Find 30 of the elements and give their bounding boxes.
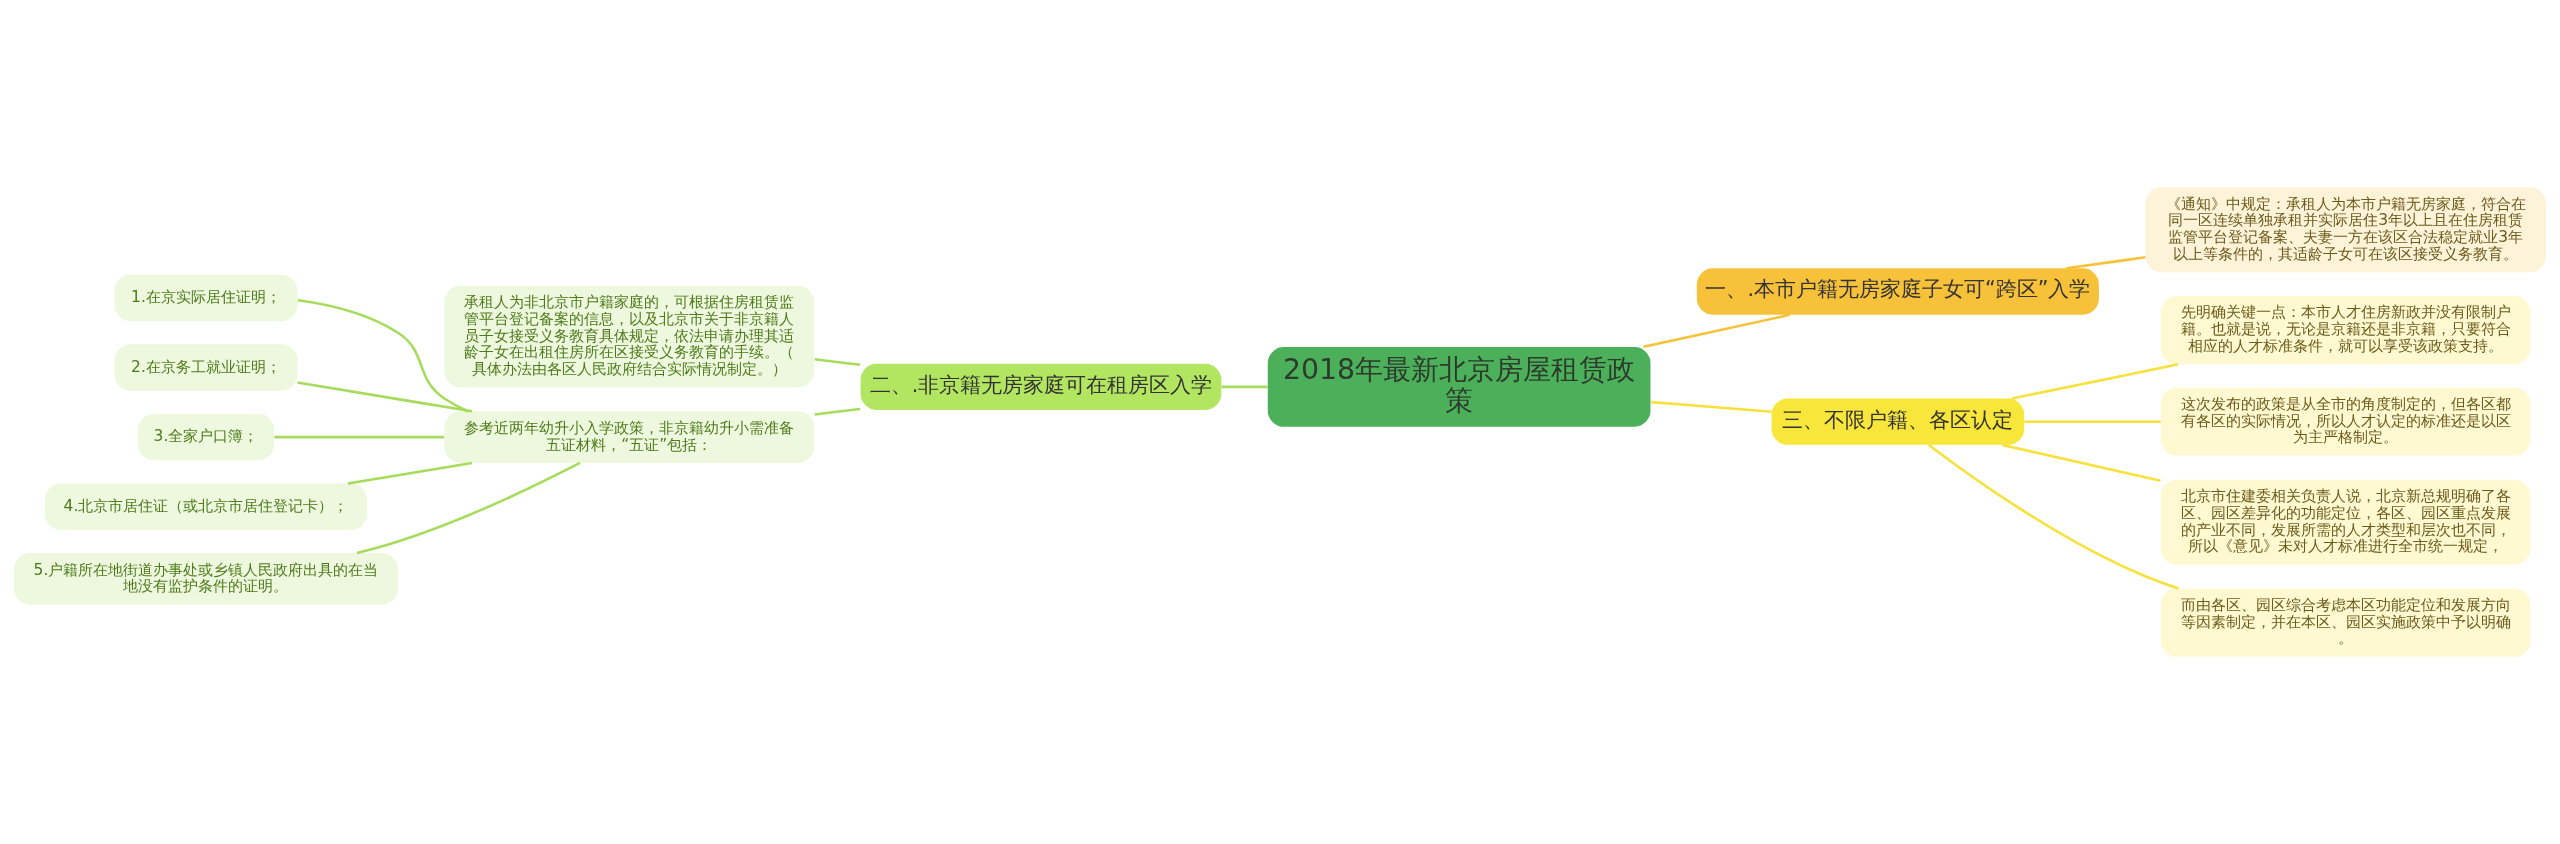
node-box: 2.在京务工就业证明； <box>114 344 298 391</box>
node-box: 2018年最新北京房屋租赁政策 <box>1267 346 1651 427</box>
node-box: 北京市住建委相关负责人说，北京新总规明确了各区、园区差异化的功能定位，各区、园区重点发展的产业不同，发展所需的人才类型和层次也不同，所以《意见》未对人才标准进行全市统一规定， <box>2160 479 2531 565</box>
node-box: 先明确关键一点：本市人才住房新政并没有限制户籍。也就是说，无论是京籍还是非京籍，只要符合相应的人才标准条件，就可以享受该政策支持。 <box>2160 296 2531 365</box>
connector <box>2024 420 2161 423</box>
node-box: 参考近两年幼升小入学政策，非京籍幼升小需准备五证材料，“五证”包括： <box>444 411 815 463</box>
node-box: 这次发布的政策是从全市的角度制定的，但各区都有各区的实际情况，所以人才认定的标准还是以区为主严格制定。 <box>2160 387 2531 456</box>
connector <box>2002 443 2161 482</box>
node-box: 二、.非京籍无房家庭可在租房区入学 <box>860 363 1222 411</box>
connector <box>1651 400 1772 413</box>
connector <box>1928 443 2179 590</box>
node-box: 1.在京实际居住证明； <box>114 274 298 322</box>
node-box: 承租人为非北京市户籍家庭的，可根据住房租赁监管平台登记备案的信息，以及北京市关于非京籍人员子女接受义务教育具体规定，依法申请办理其适龄子女在出租住房所在区接受义务教育的手续。（具体办法由各区人民政府结合实际情况制定。） <box>444 285 815 388</box>
connector <box>356 461 581 555</box>
node-box: 而由各区、园区综合考虑本区功能定位和发展方向等因素制定，并在本区、园区实施政策中予以明确。 <box>2160 588 2531 657</box>
connector <box>1221 385 1268 389</box>
connector <box>347 461 473 485</box>
connector <box>1643 313 1791 349</box>
node-box: 5.户籍所在地街道办事处或乡镇人民政府出具的在当地没有监护条件的证明。 <box>13 553 398 605</box>
node-box: 3.全家户口簿； <box>137 413 275 461</box>
node-box: 三、不限户籍、各区认定 <box>1771 398 2025 445</box>
node-box: 《通知》中规定：承租人为本市户籍无房家庭，符合在同一区连续单独承租并实际居住3年以上且在住房租赁监管平台登记备案、夫妻一方在该区合法稳定就业3年以上等条件的，其适龄子女可在该区接受义务教育。 <box>2145 187 2547 273</box>
connector <box>814 357 861 367</box>
connector <box>2066 256 2146 270</box>
node-box: 4.北京市居住证（或北京市居住登记卡）； <box>44 483 368 530</box>
connector <box>297 381 473 413</box>
connector <box>814 407 861 416</box>
connector <box>274 435 444 439</box>
node-box: 一、.本市户籍无房家庭子女可“跨区”入学 <box>1696 268 2099 315</box>
connector <box>2011 363 2179 400</box>
